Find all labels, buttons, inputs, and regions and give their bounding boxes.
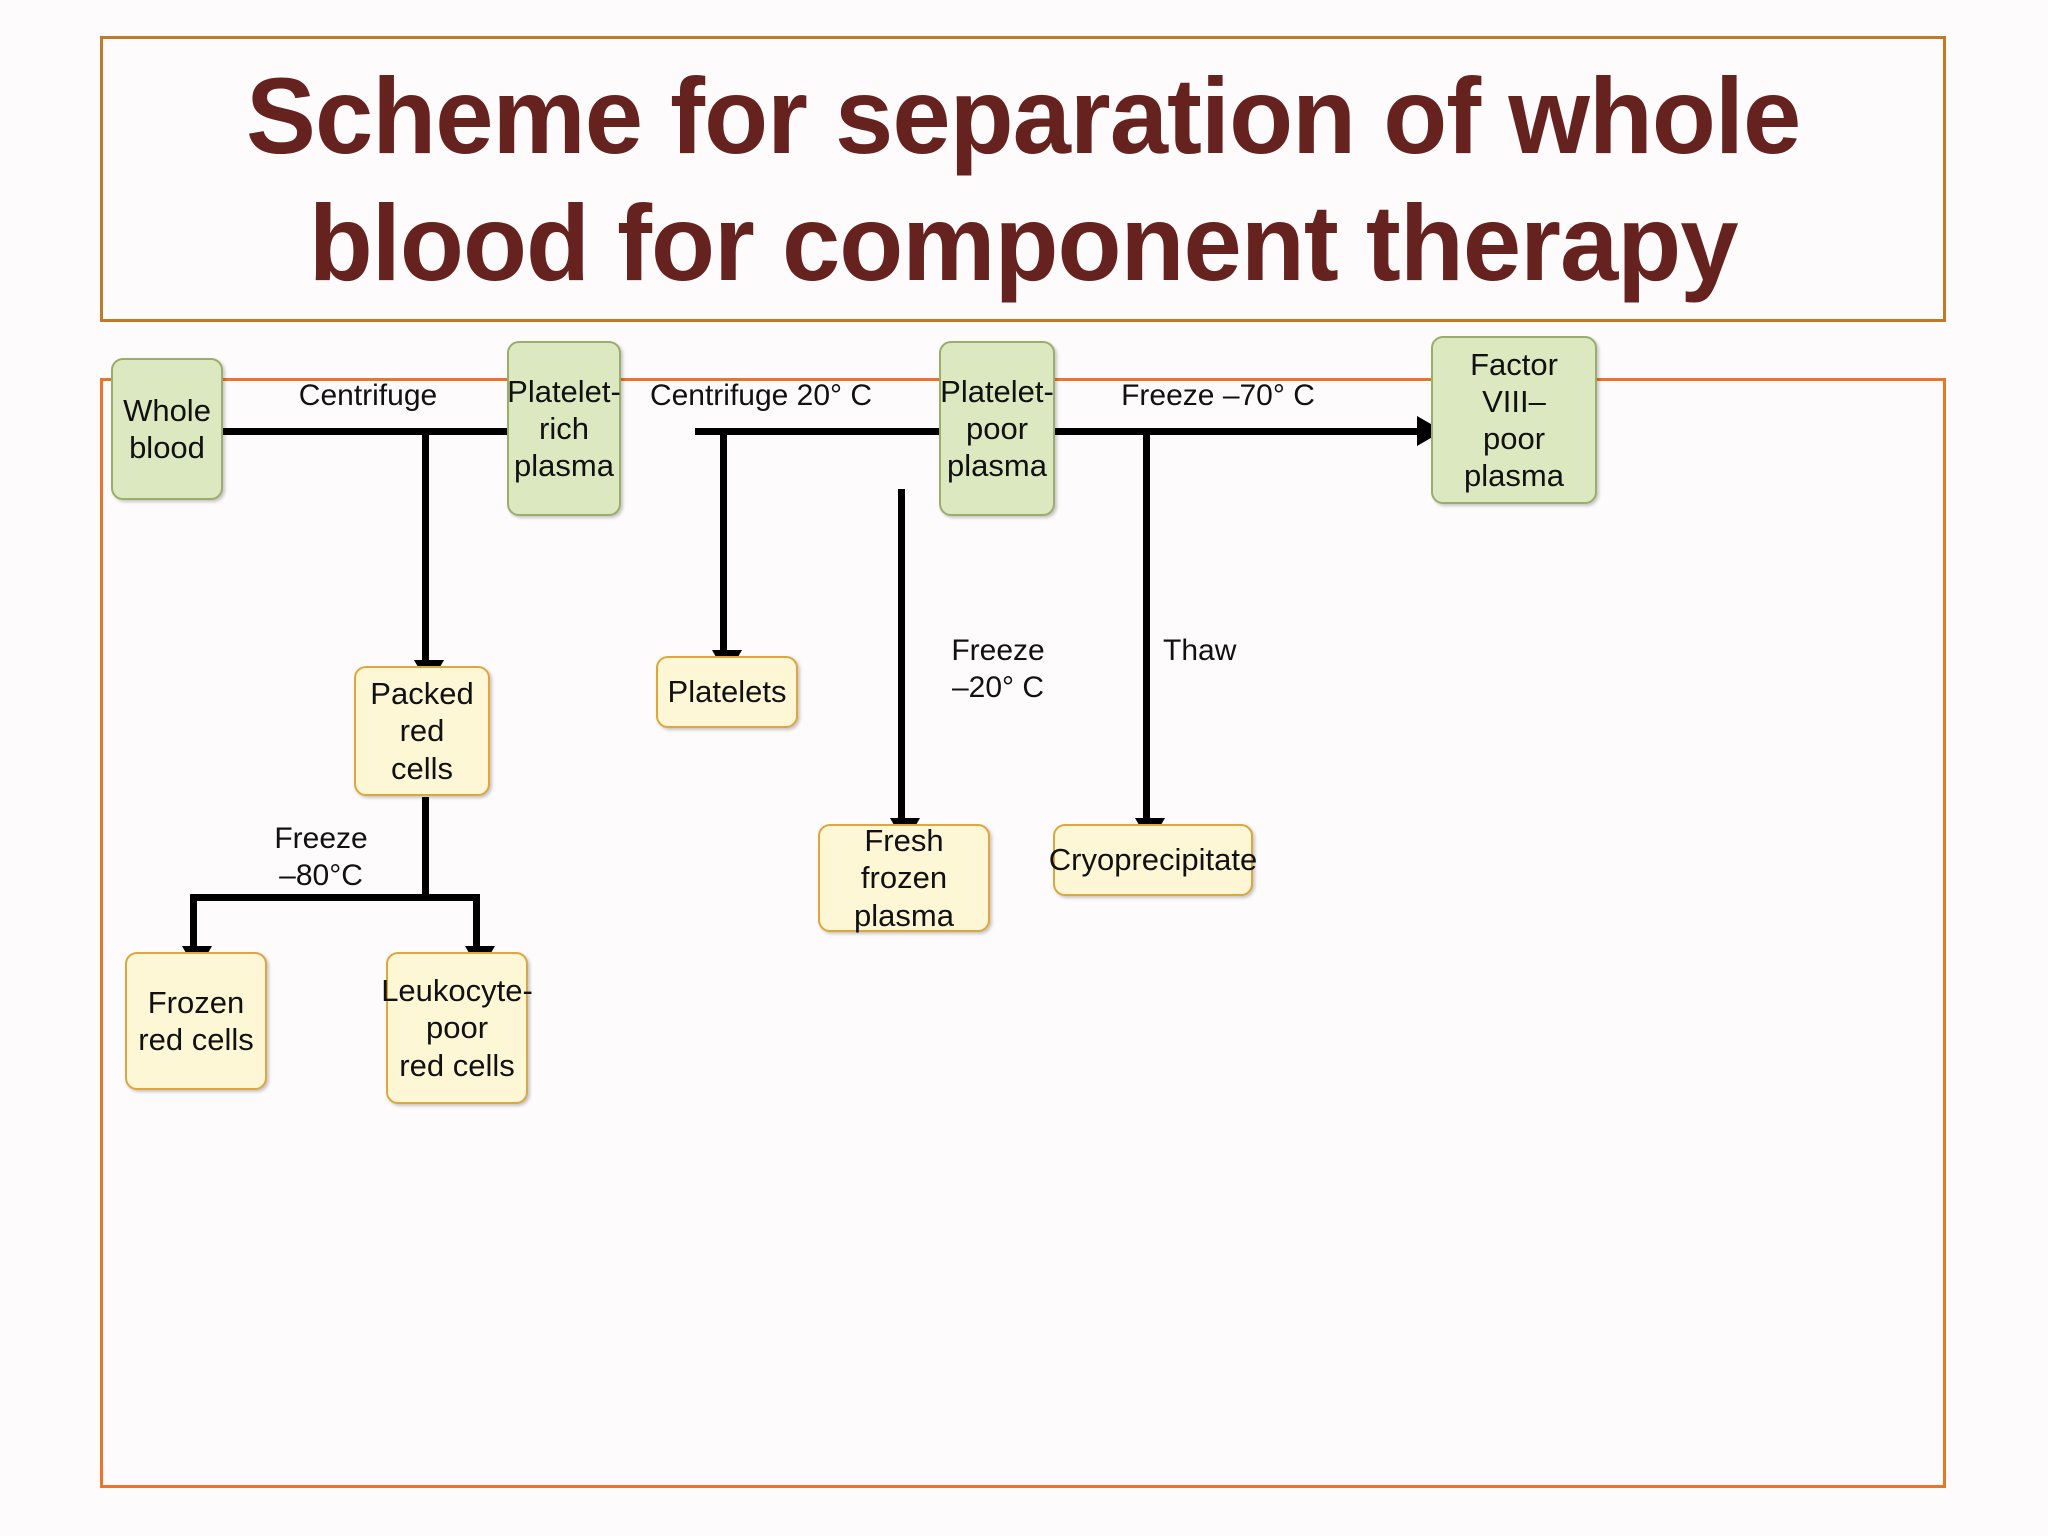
- connector-whole-blood-to-prp: [221, 428, 511, 435]
- edge-label-thaw: Thaw: [1163, 634, 1237, 667]
- node-factor-viii-poor-plasma[interactable]: Factor VIII– poor plasma: [1431, 336, 1597, 504]
- edge-label-freeze-70c: Freeze –70° C: [1121, 379, 1315, 412]
- node-cryoprecipitate[interactable]: Cryoprecipitate: [1049, 824, 1257, 896]
- diagram-frame: Whole blood Platelet- rich plasma Platel…: [100, 336, 1946, 1488]
- page-title-line-2: blood for component therapy: [308, 182, 1739, 303]
- title-frame: Scheme for separation of whole blood for…: [100, 36, 1946, 322]
- connector-to-leukocyte-poor-red-cells: [473, 894, 480, 952]
- flowchart-canvas: Whole blood Platelet- rich plasma Platel…: [103, 336, 1943, 1485]
- connector-to-packed-red-cells: [422, 428, 429, 666]
- connector-to-platelets: [720, 428, 727, 656]
- connector-to-cryoprecipitate: [1143, 428, 1150, 824]
- node-platelet-poor-plasma[interactable]: Platelet- poor plasma: [939, 341, 1055, 516]
- edge-label-freeze-80c: Freeze –80°C: [274, 822, 368, 892]
- node-platelets[interactable]: Platelets: [656, 656, 798, 728]
- edge-label-centrifuge-20c: Centrifuge 20° C: [649, 379, 873, 412]
- node-whole-blood[interactable]: Whole blood: [111, 358, 223, 500]
- node-frozen-red-cells[interactable]: Frozen red cells: [125, 952, 267, 1090]
- connector-packed-red-cells-stem: [422, 797, 429, 901]
- page-title-line-1: Scheme for separation of whole: [245, 54, 1801, 176]
- page-title: Scheme for separation of whole blood for…: [207, 52, 1839, 307]
- node-packed-red-cells[interactable]: Packed red cells: [354, 666, 490, 796]
- node-leukocyte-poor-red-cells[interactable]: Leukocyte- poor red cells: [381, 952, 533, 1104]
- node-fresh-frozen-plasma[interactable]: Fresh frozen plasma: [818, 823, 990, 933]
- connector-packed-red-cells-split: [190, 894, 480, 901]
- edge-label-freeze-20c: Freeze –20° C: [951, 634, 1045, 704]
- node-platelet-rich-plasma[interactable]: Platelet- rich plasma: [507, 341, 621, 516]
- edge-label-centrifuge: Centrifuge: [298, 379, 438, 412]
- connector-to-frozen-red-cells: [190, 894, 197, 952]
- connector-to-fresh-frozen-plasma: [898, 489, 905, 824]
- connector-prp-to-ppp: [695, 428, 1035, 435]
- connector-ppp-to-factor8: [1051, 428, 1421, 435]
